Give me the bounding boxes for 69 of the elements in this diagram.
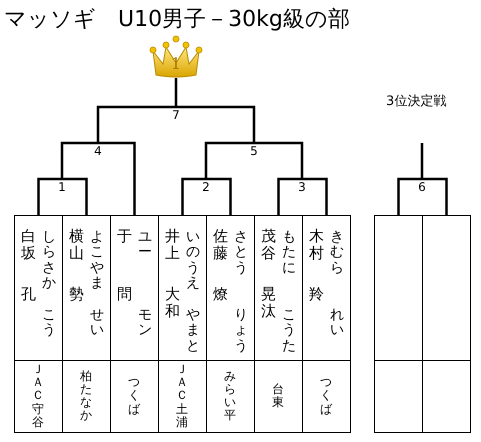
- club-name: みらい平: [224, 370, 236, 422]
- bracket-entry: [62, 215, 111, 433]
- bout-number: 3: [294, 179, 310, 193]
- name-reading: よこやま: [90, 230, 104, 292]
- bracket-entry: [254, 215, 303, 433]
- player-name: 白坂: [21, 228, 36, 261]
- bracket-line: [176, 106, 256, 143]
- club-name: 台東: [272, 382, 284, 410]
- bracket-entry: [206, 215, 255, 433]
- name-reading: いのうえ: [186, 230, 200, 292]
- bracket-entry: [110, 215, 159, 433]
- bracket-line: [302, 178, 328, 215]
- name-reading: りょう: [234, 308, 248, 354]
- club-name: 柏たなか: [80, 370, 92, 422]
- player-name: 井上: [165, 228, 180, 261]
- player-name: 茂谷: [261, 228, 276, 261]
- empty-entry: [422, 215, 471, 433]
- club-name: ＪＡＣ土浦: [176, 363, 188, 429]
- player-name: 問: [117, 286, 132, 302]
- name-reading: ユー: [138, 230, 152, 261]
- name-reading: こうた: [282, 308, 296, 354]
- bracket-line: [98, 142, 136, 215]
- name-reading: やまと: [186, 308, 200, 354]
- club-name: ＪＡＣ守谷: [32, 363, 44, 429]
- club-name: つくば: [320, 376, 332, 416]
- bracket-line: [397, 178, 422, 215]
- bout-number: 2: [198, 179, 214, 193]
- bracket-line: [96, 106, 176, 143]
- bout-number: 7: [168, 107, 184, 121]
- player-name: 木村: [309, 228, 324, 261]
- name-reading: しらさか: [42, 230, 56, 292]
- player-name: 大和: [165, 286, 180, 319]
- name-reading: モン: [138, 308, 152, 339]
- bracket-line: [422, 178, 448, 215]
- bracket-line: [181, 178, 206, 215]
- rank-number: 1: [170, 56, 182, 72]
- bracket-line: [206, 178, 232, 215]
- name-reading: せい: [90, 308, 104, 339]
- bracket-line: [204, 142, 254, 179]
- bout-number: 1: [54, 179, 70, 193]
- bout-number: 4: [90, 143, 106, 157]
- name-reading: れい: [330, 308, 344, 339]
- bracket-line: [62, 178, 88, 215]
- title: マッソギ U10男子－30kg級の部: [4, 6, 350, 34]
- player-name: 横山: [69, 228, 84, 261]
- bracket-line: [420, 143, 424, 179]
- player-name: 于: [117, 228, 132, 244]
- player-name: 勢: [69, 286, 84, 302]
- player-name: 羚: [309, 286, 324, 302]
- name-reading: こう: [42, 308, 56, 339]
- player-name: 燎: [213, 286, 228, 302]
- player-name: 孔: [21, 286, 36, 302]
- name-reading: もたに: [282, 230, 296, 276]
- bracket-line: [60, 142, 98, 179]
- bracket-entry: [14, 215, 63, 433]
- name-reading: きむら: [330, 230, 344, 276]
- name-reading: さとう: [234, 230, 248, 276]
- empty-entry: [374, 215, 423, 433]
- bracket-line: [254, 142, 304, 179]
- bracket-entry: [302, 215, 351, 433]
- player-name: 佐藤: [213, 228, 228, 261]
- club-name: つくば: [128, 376, 140, 416]
- bracket-line: [277, 178, 302, 215]
- bout-number: 5: [246, 143, 262, 157]
- bout-number: 6: [414, 179, 430, 193]
- bracket-line: [37, 178, 62, 215]
- player-name: 晃汰: [261, 286, 276, 319]
- bracket-entry: [158, 215, 207, 433]
- section-label: 3位決定戦: [386, 93, 446, 110]
